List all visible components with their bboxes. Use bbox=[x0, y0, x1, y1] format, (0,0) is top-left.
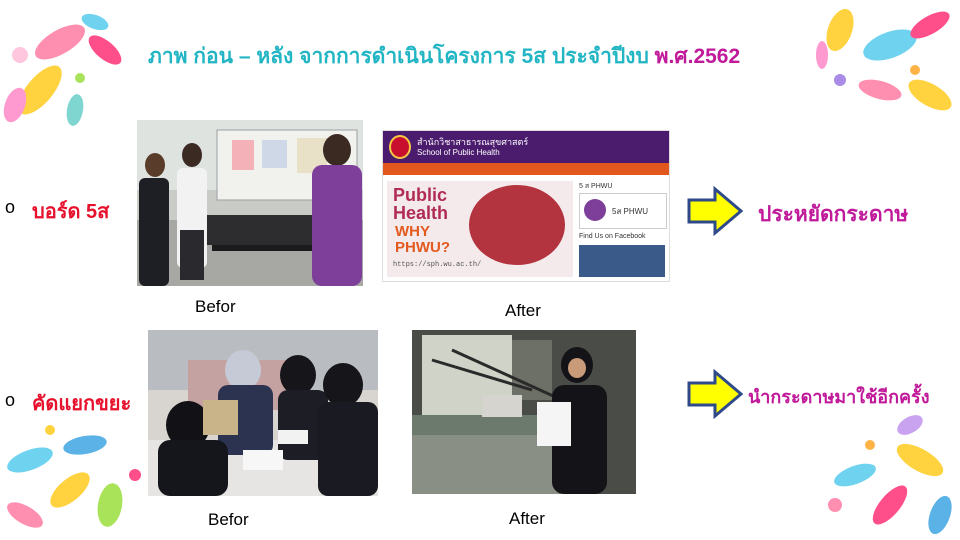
row2-after-caption: After bbox=[509, 509, 545, 528]
website-nav-bar bbox=[383, 163, 669, 175]
banner-url: https://sph.wu.ac.th/ bbox=[393, 261, 482, 269]
title-main-text: ภาพ ก่อน – หลัง จากการดำเนินโครงการ 5ส ป… bbox=[148, 45, 655, 68]
confetti-top-right-decoration bbox=[816, 8, 952, 111]
row2-bullet: o bbox=[5, 390, 16, 410]
banner-text-health: Health bbox=[393, 203, 449, 223]
row1-label: บอร์ด 5ส bbox=[32, 201, 110, 223]
row1-bullet: o bbox=[5, 197, 16, 217]
website-org-en: School of Public Health bbox=[417, 148, 500, 157]
banner-text-why: WHY bbox=[395, 223, 430, 240]
row2-arrow-right-icon bbox=[687, 369, 744, 419]
website-org-th: สำนักวิชาสาธารณสุขศาสตร์ bbox=[417, 137, 529, 147]
row1-before-caption: Befor bbox=[195, 297, 236, 316]
website-side-badge: 5ส PHWU bbox=[612, 207, 648, 216]
row1-after-website-screenshot: สำนักวิชาสาธารณสุขศาสตร์ School of Publi… bbox=[382, 130, 670, 282]
banner-text-phwu: PHWU? bbox=[395, 239, 450, 256]
confetti-bottom-left-decoration bbox=[7, 425, 141, 528]
slide-title: ภาพ ก่อน – หลัง จากการดำเนินโครงการ 5ส ป… bbox=[148, 40, 828, 73]
row2-label: คัดแยกขยะ bbox=[32, 393, 132, 415]
website-logo bbox=[389, 135, 411, 159]
website-facebook-box bbox=[579, 245, 665, 277]
banner-text-public: Public bbox=[393, 185, 448, 205]
row1-arrow-right-icon bbox=[687, 186, 744, 236]
row1-before-photo bbox=[137, 120, 363, 286]
banner-group-photo bbox=[469, 185, 565, 265]
website-side-title: 5 ส PHWU bbox=[579, 183, 613, 190]
five-s-logo-icon bbox=[584, 199, 606, 221]
website-facebook-title: Find Us on Facebook bbox=[579, 233, 646, 240]
row1-result: ประหยัดกระดาษ bbox=[758, 203, 909, 226]
confetti-bottom-right-decoration bbox=[828, 415, 952, 535]
title-year-text: พ.ศ.2562 bbox=[654, 45, 741, 68]
row1-after-caption: After bbox=[505, 301, 541, 320]
website-banner: Public Health WHY PHWU? https://sph.wu.a… bbox=[387, 181, 573, 277]
website-side-box: 5ส PHWU bbox=[579, 193, 667, 229]
row2-before-caption: Befor bbox=[208, 510, 249, 529]
row2-after-photo bbox=[412, 330, 636, 494]
confetti-top-left-decoration bbox=[3, 13, 122, 126]
row2-before-photo bbox=[148, 330, 378, 496]
website-header: สำนักวิชาสาธารณสุขศาสตร์ School of Publi… bbox=[383, 131, 669, 163]
row2-result: นำกระดาษมาใช้อีกครั้ง bbox=[748, 387, 930, 407]
